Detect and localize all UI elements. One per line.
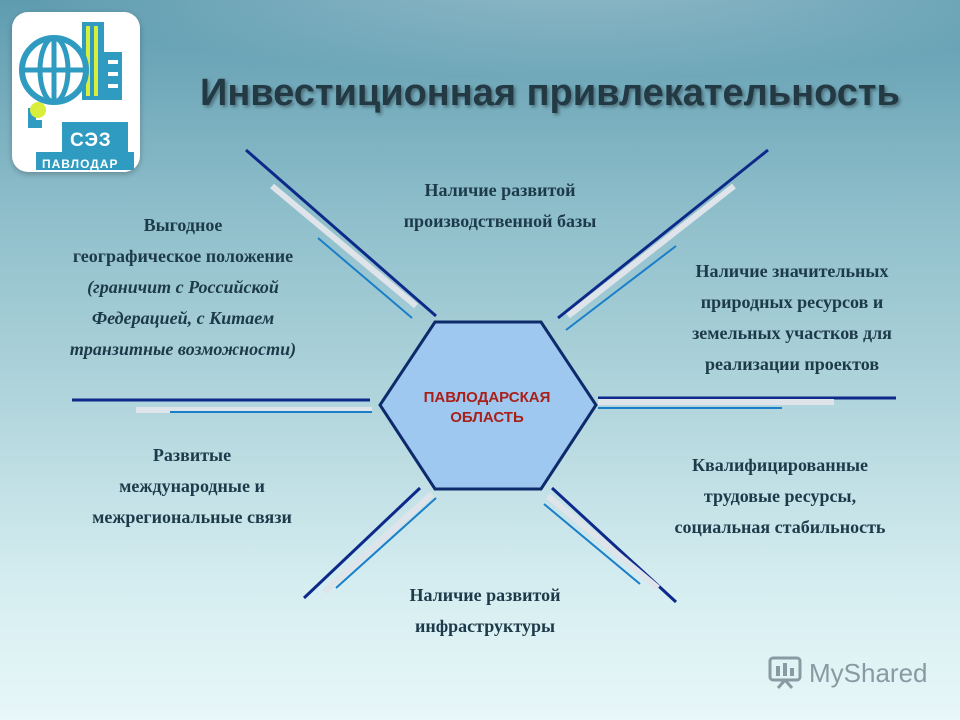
- block-line: Выгодное: [143, 215, 223, 235]
- logo-abbreviation: СЭЗ: [70, 130, 112, 151]
- block-line-italic: Федерацией, с Китаем: [91, 308, 275, 328]
- block-line: Наличие развитой: [409, 585, 561, 605]
- block-line: трудовые ресурсы,: [703, 486, 857, 506]
- logo-city: ПАВЛОДАР: [42, 157, 119, 171]
- ray-lower-left: [302, 486, 437, 600]
- slide-title: Инвестиционная привлекательность: [200, 72, 900, 114]
- center-hexagon: [378, 320, 598, 491]
- block-line: Развитые: [152, 445, 232, 465]
- block-line: Наличие значительных: [695, 261, 889, 281]
- ray-lower-right: [543, 486, 678, 604]
- block-labor-resources: Квалифицированные трудовые ресурсы, соци…: [630, 450, 930, 543]
- block-line-italic: транзитные возможности): [69, 339, 297, 359]
- block-geographic-position: Выгодное географическое положение (грани…: [18, 210, 348, 365]
- block-line: международные и: [119, 476, 265, 496]
- block-line: межрегиональные связи: [92, 507, 292, 527]
- block-line: земельных участков для: [692, 323, 892, 343]
- block-line: природных ресурсов и: [700, 292, 884, 312]
- block-production-base: Наличие развитой производственной базы: [360, 175, 640, 237]
- center-label-line-1: ПАВЛОДАРСКАЯ: [423, 389, 551, 406]
- ray-upper-right: [557, 148, 769, 331]
- block-line: реализации проектов: [704, 354, 880, 374]
- block-line: Квалифицированные: [691, 455, 869, 475]
- presentation-icon: [768, 656, 802, 689]
- center-label: ПАВЛОДАРСКАЯ ОБЛАСТЬ: [380, 388, 594, 428]
- watermark-text: MyShared: [809, 658, 928, 688]
- block-line: Наличие развитой: [424, 180, 576, 200]
- block-line: социальная стабильность: [674, 517, 886, 537]
- block-line: географическое положение: [72, 246, 294, 266]
- ray-upper-left: [245, 148, 437, 319]
- ray-left: [72, 398, 372, 413]
- sez-pavlodar-logo: СЭЗ ПАВЛОДАР: [12, 12, 140, 172]
- block-infrastructure: Наличие развитой инфраструктуры: [340, 580, 630, 642]
- block-line: производственной базы: [403, 211, 597, 231]
- background-wave: [0, 0, 960, 80]
- block-line: инфраструктуры: [414, 616, 556, 636]
- block-line-italic: (граничит с Российской: [87, 277, 279, 297]
- myshared-watermark: MyShared: [766, 654, 936, 694]
- block-international-relations: Развитые международные и межрегиональные…: [40, 440, 344, 533]
- center-label-line-2: ОБЛАСТЬ: [450, 409, 524, 426]
- ray-right: [598, 396, 896, 409]
- block-natural-resources: Наличие значительных природных ресурсов …: [640, 256, 944, 380]
